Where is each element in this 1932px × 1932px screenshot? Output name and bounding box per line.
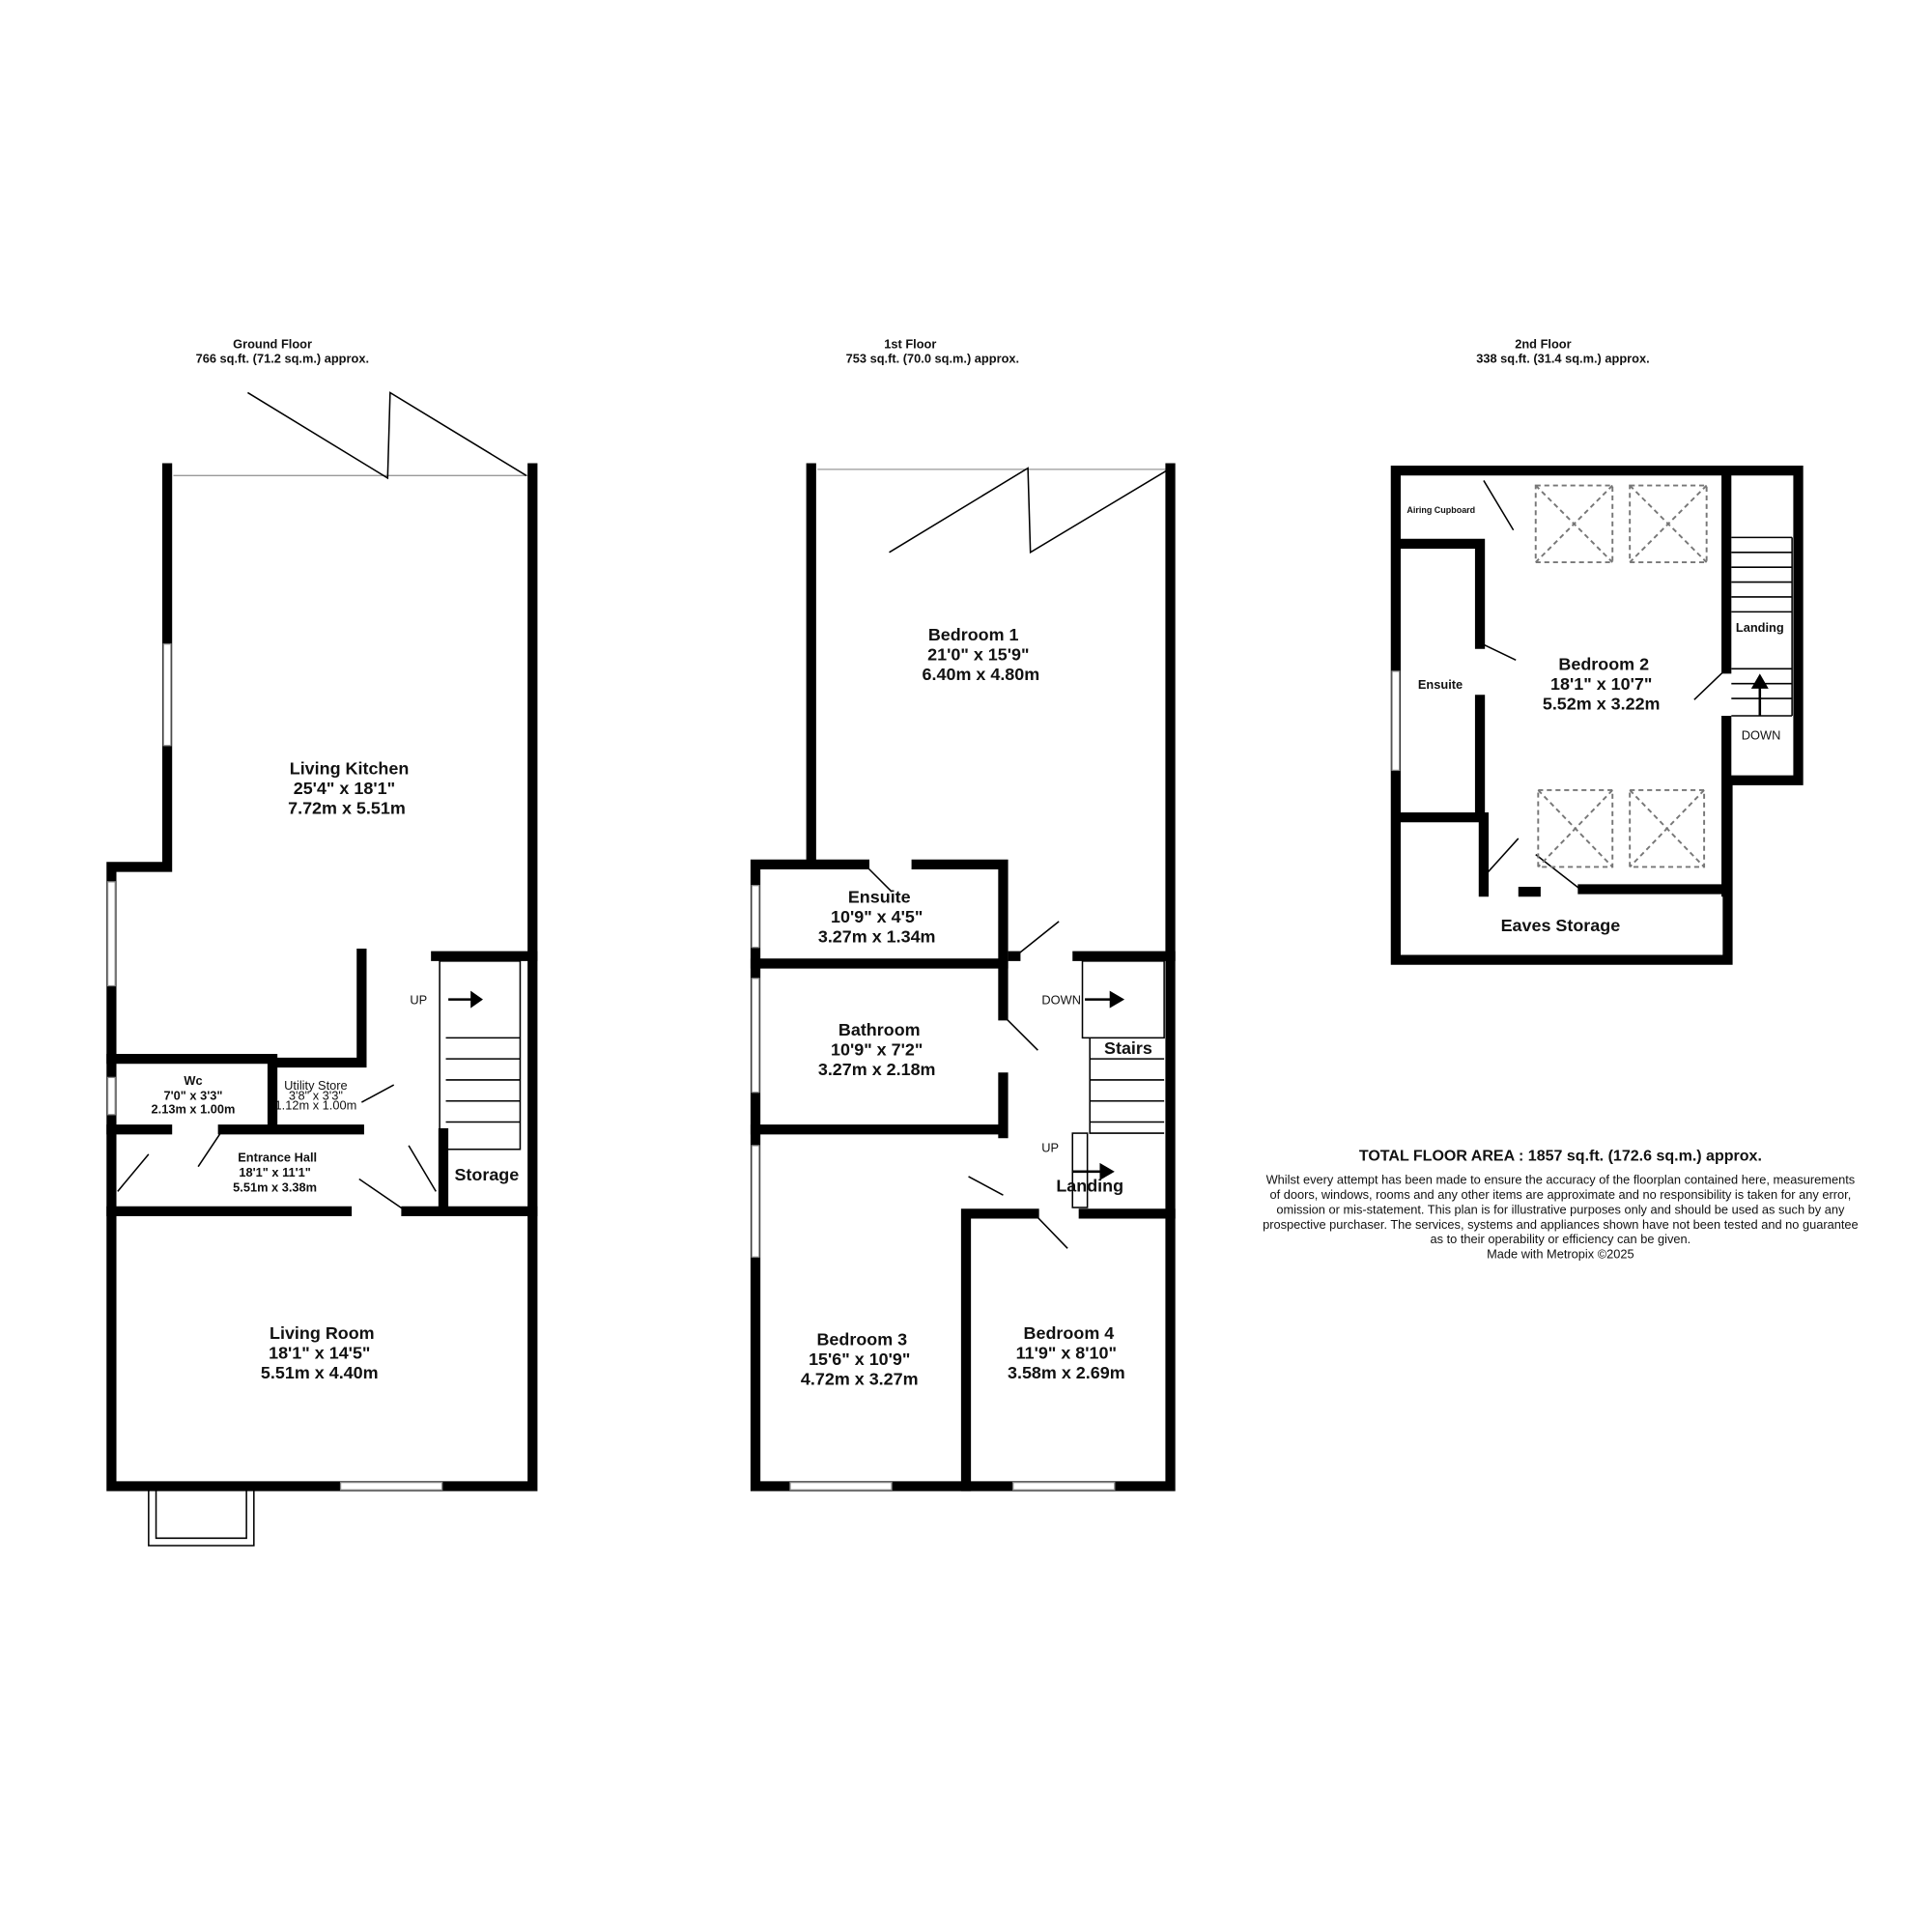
room-label-text: 18'1" x 14'5" <box>269 1343 370 1362</box>
stair-up-label: UP <box>1041 1140 1059 1154</box>
skylight-icon <box>1537 788 1614 868</box>
room-stairs: Stairs <box>1104 1038 1152 1058</box>
room-landing-2: Landing <box>1736 620 1784 635</box>
floor-area: 338 sq.ft. (31.4 sq.m.) approx. <box>1476 352 1649 366</box>
room-wc: Wc 7'0" x 3'3" 2.13m x 1.00m <box>152 1073 236 1116</box>
room-label-text: 6.40m x 4.80m <box>923 665 1040 684</box>
room-label-text: 10'9" x 7'2" <box>831 1039 923 1059</box>
skylight-icon <box>1629 788 1706 868</box>
room-label-text: 4.72m x 3.27m <box>801 1369 919 1388</box>
room-label-text: 7'0" x 3'3" <box>163 1088 222 1102</box>
room-label-text: Bedroom 4 <box>1024 1323 1115 1343</box>
room-living-room: Living Room 18'1" x 14'5" 5.51m x 4.40m <box>261 1323 379 1382</box>
ground-stairs: UP <box>410 960 522 1151</box>
first-floor-plan: DOWN UP Bedroom 1 21'0" x 15'9" 6.40m x … <box>750 463 1176 1492</box>
arrow-up-icon <box>1072 1162 1115 1180</box>
room-label-text: 7.72m x 5.51m <box>288 798 406 817</box>
room-label-text: 5.51m x 4.40m <box>261 1363 379 1382</box>
total-floor-area-block: TOTAL FLOOR AREA : 1857 sq.ft. (172.6 sq… <box>1263 1147 1859 1261</box>
room-bedroom-3: Bedroom 3 15'6" x 10'9" 4.72m x 3.27m <box>801 1329 919 1388</box>
room-label-text: 2.13m x 1.00m <box>152 1102 236 1117</box>
room-label-text: 3.58m x 2.69m <box>1008 1363 1125 1382</box>
room-label-text: Wc <box>184 1073 202 1088</box>
room-landing: Landing <box>1056 1176 1123 1195</box>
arrow-up-icon <box>1750 673 1769 717</box>
room-label-text: 25'4" x 18'1" <box>294 779 395 798</box>
room-label-text: Bedroom 1 <box>928 625 1019 644</box>
stair-down-label: DOWN <box>1742 727 1781 742</box>
disclaimer-line: Whilst every attempt has been made to en… <box>1266 1173 1856 1187</box>
room-airing-cupboard: Airing Cupboard <box>1406 505 1475 515</box>
room-label-text: Living Kitchen <box>290 758 410 778</box>
floor-name: 2nd Floor <box>1515 336 1571 351</box>
room-label-text: Ensuite <box>848 888 911 907</box>
room-label-text: 21'0" x 15'9" <box>927 644 1029 664</box>
arrow-down-icon <box>1085 990 1125 1009</box>
room-label-text: 5.52m x 3.22m <box>1543 695 1661 714</box>
room-label-text: 18'1" x 11'1" <box>239 1165 311 1179</box>
room-bedroom-2: Bedroom 2 18'1" x 10'7" 5.52m x 3.22m <box>1543 655 1661 714</box>
room-label-text: Entrance Hall <box>238 1151 317 1165</box>
room-label-text: 15'6" x 10'9" <box>809 1350 910 1369</box>
first-stairs: DOWN UP <box>1041 960 1165 1208</box>
disclaimer-line: prospective purchaser. The services, sys… <box>1263 1217 1859 1232</box>
arrow-up-icon <box>448 990 483 1009</box>
floor-name: Ground Floor <box>233 336 312 351</box>
room-label-text: 3'8" x 3'3" <box>289 1088 343 1102</box>
disclaimer-line: as to their operability or efficiency ca… <box>1431 1232 1691 1246</box>
stair-down-label: DOWN <box>1041 993 1081 1008</box>
room-label-text: Utility Store <box>284 1078 348 1093</box>
room-bathroom: Bathroom 10'9" x 7'2" 3.27m x 2.18m <box>818 1020 936 1079</box>
room-label-text: 3.27m x 2.18m <box>818 1060 936 1079</box>
room-label-text: 1.12m x 1.00m <box>275 1098 357 1113</box>
room-label-text: 18'1" x 10'7" <box>1550 674 1652 694</box>
floor-area: 766 sq.ft. (71.2 sq.m.) approx. <box>196 352 369 366</box>
room-eaves-storage: Eaves Storage <box>1501 916 1621 935</box>
total-floor-area: TOTAL FLOOR AREA : 1857 sq.ft. (172.6 sq… <box>1359 1147 1762 1164</box>
room-ensuite-2: Ensuite <box>1418 677 1463 692</box>
skylight-icon <box>1629 484 1708 564</box>
room-living-kitchen: Living Kitchen 25'4" x 18'1" 7.72m x 5.5… <box>288 758 409 817</box>
floor-name: 1st Floor <box>884 336 936 351</box>
stair-up-label: UP <box>410 993 427 1008</box>
room-label-text: 11'9" x 8'10" <box>1016 1343 1117 1362</box>
room-label-text: Bedroom 3 <box>816 1329 907 1349</box>
disclaimer-line: of doors, windows, rooms and any other i… <box>1269 1187 1851 1202</box>
room-label-text: Bathroom <box>838 1020 921 1039</box>
room-bedroom-4: Bedroom 4 11'9" x 8'10" 3.58m x 2.69m <box>1008 1323 1125 1382</box>
room-entrance-hall: Entrance Hall 18'1" x 11'1" 5.51m x 3.38… <box>233 1151 317 1195</box>
room-label-text: Bedroom 2 <box>1558 655 1649 674</box>
floor-area: 753 sq.ft. (70.0 sq.m.) approx. <box>846 352 1019 366</box>
disclaimer-line: omission or mis-statement. This plan is … <box>1276 1202 1845 1216</box>
credit: Made with Metropix ©2025 <box>1487 1247 1634 1262</box>
ground-floor-header: Ground Floor 766 sq.ft. (71.2 sq.m.) app… <box>196 336 369 365</box>
skylight-icon <box>1534 484 1614 564</box>
room-storage: Storage <box>454 1165 519 1184</box>
room-utility-store: Utility Store 3'8" x 3'3" 1.12m x 1.00m <box>275 1078 357 1113</box>
room-label-text: 10'9" x 4'5" <box>831 907 923 926</box>
room-bedroom-1: Bedroom 1 21'0" x 15'9" 6.40m x 4.80m <box>923 625 1040 684</box>
second-stairs: DOWN <box>1731 536 1793 742</box>
room-label-text: 3.27m x 1.34m <box>818 927 936 947</box>
second-floor-header: 2nd Floor 338 sq.ft. (31.4 sq.m.) approx… <box>1476 336 1649 365</box>
ground-floor-plan: UP Living Kitchen 25'4" x 18'1" 7.72m x … <box>106 391 538 1547</box>
room-ensuite-1: Ensuite 10'9" x 4'5" 3.27m x 1.34m <box>818 888 936 947</box>
second-floor-plan: DOWN Airing Cupboard Ensuite Bedroom 2 1… <box>1390 466 1804 965</box>
first-floor-header: 1st Floor 753 sq.ft. (70.0 sq.m.) approx… <box>846 336 1019 365</box>
room-label-text: 5.51m x 3.38m <box>233 1179 317 1194</box>
room-label-text: Living Room <box>270 1323 375 1343</box>
